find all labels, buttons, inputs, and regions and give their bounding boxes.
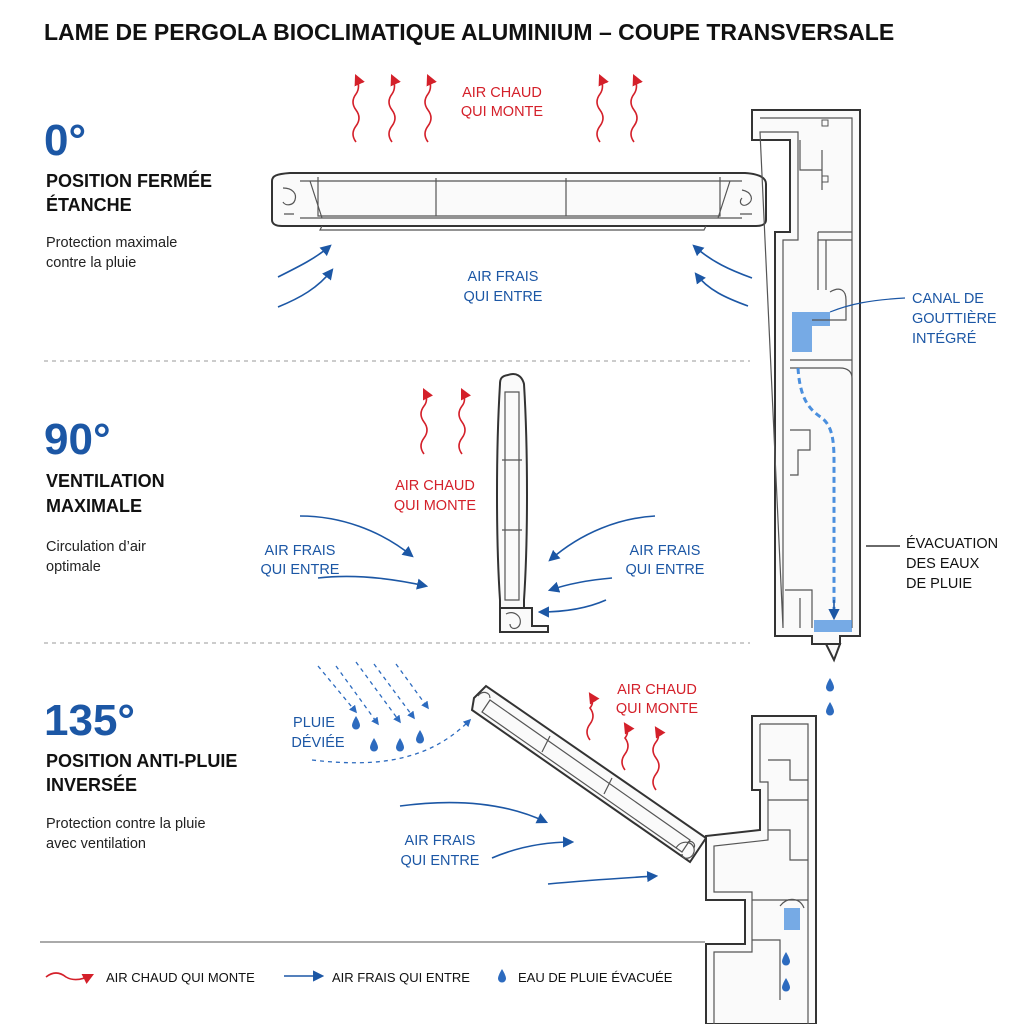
section-anti-rain: 135° POSITION ANTI-PLUIE INVERSÉE Protec… xyxy=(44,661,817,1024)
cool-air-label-90-left-2: QUI ENTRE xyxy=(261,562,340,578)
position-1-desc-2: optimale xyxy=(46,559,101,575)
hot-air-label-135-1: AIR CHAUD xyxy=(617,682,697,698)
legend: AIR CHAUD QUI MONTE AIR FRAIS QUI ENTRE … xyxy=(45,969,673,985)
cool-air-label-90-right-1: AIR FRAIS xyxy=(630,543,701,559)
hot-air-label-0-1: AIR CHAUD xyxy=(462,85,542,101)
beam-profile-upper xyxy=(751,109,861,716)
hot-air-label-0-2: QUI MONTE xyxy=(461,104,543,120)
hot-air-arrows-90 xyxy=(420,387,472,455)
cool-air-arrows-90 xyxy=(299,515,656,618)
legend-water-icon xyxy=(498,969,506,983)
drain-label-3: DE PLUIE xyxy=(906,576,972,592)
blade-tilted-135 xyxy=(470,684,708,864)
angle-90-label: 90° xyxy=(44,415,111,464)
angle-135-label: 135° xyxy=(44,696,135,745)
rain-lines xyxy=(311,661,472,764)
cool-air-label-90-left-1: AIR FRAIS xyxy=(265,543,336,559)
position-0-desc-2: contre la pluie xyxy=(46,255,136,271)
rain-label-2: DÉVIÉE xyxy=(291,734,345,751)
legend-hot-icon xyxy=(45,972,95,985)
drain-label-2: DES EAUX xyxy=(906,556,980,572)
position-1-name-2: MAXIMALE xyxy=(46,496,142,516)
gutter-label-1: CANAL DE xyxy=(912,291,984,307)
cool-air-arrows-0 xyxy=(277,244,753,308)
cool-air-label-0-1: AIR FRAIS xyxy=(468,269,539,285)
position-1-name-1: VENTILATION xyxy=(46,471,165,491)
legend-hot-label: AIR CHAUD QUI MONTE xyxy=(106,970,255,985)
diagram-title: LAME DE PERGOLA BIOCLIMATIQUE ALUMINIUM … xyxy=(44,19,894,45)
legend-water-label: EAU DE PLUIE ÉVACUÉE xyxy=(518,970,673,985)
position-2-name-1: POSITION ANTI-PLUIE xyxy=(46,751,237,771)
cool-air-label-90-right-2: QUI ENTRE xyxy=(626,562,705,578)
hot-air-arrows-0 xyxy=(352,73,643,143)
cool-air-arrows-135 xyxy=(399,801,659,885)
blade-open-90 xyxy=(496,373,549,633)
angle-0-label: 0° xyxy=(44,116,86,165)
position-1-desc-1: Circulation d’air xyxy=(46,539,146,555)
gutter-callout: CANAL DE GOUTTIÈRE INTÉGRÉ xyxy=(829,291,997,347)
drain-callout: ÉVACUATION DES EAUX DE PLUIE xyxy=(866,535,998,592)
position-2-name-2: INVERSÉE xyxy=(46,774,137,795)
position-0-desc-1: Protection maximale xyxy=(46,235,177,251)
cool-air-label-135-1: AIR FRAIS xyxy=(405,833,476,849)
beam-profile-lower xyxy=(705,715,817,1024)
drain-label-1: ÉVACUATION xyxy=(906,535,998,552)
position-2-desc-2: avec ventilation xyxy=(46,836,146,852)
position-2-desc-1: Protection contre la pluie xyxy=(46,816,206,832)
hot-air-label-90-1: AIR CHAUD xyxy=(395,478,475,494)
gutter-label-3: INTÉGRÉ xyxy=(912,330,977,347)
section-ventilation: 90° VENTILATION MAXIMALE Circulation d’a… xyxy=(44,373,705,633)
hot-air-arrows-135 xyxy=(586,692,666,791)
rain-label-1: PLUIE xyxy=(293,715,335,731)
legend-cool-label: AIR FRAIS QUI ENTRE xyxy=(332,970,470,985)
hot-air-label-135-2: QUI MONTE xyxy=(616,701,698,717)
section-closed: 0° POSITION FERMÉE ÉTANCHE Protection ma… xyxy=(44,73,767,308)
hot-air-label-90-2: QUI MONTE xyxy=(394,498,476,514)
cool-air-label-0-2: QUI ENTRE xyxy=(464,289,543,305)
position-0-name-1: POSITION FERMÉE xyxy=(46,170,212,191)
position-0-name-2: ÉTANCHE xyxy=(46,194,132,215)
gutter-label-2: GOUTTIÈRE xyxy=(912,310,997,327)
cool-air-label-135-2: QUI ENTRE xyxy=(401,853,480,869)
blade-closed xyxy=(271,172,767,231)
